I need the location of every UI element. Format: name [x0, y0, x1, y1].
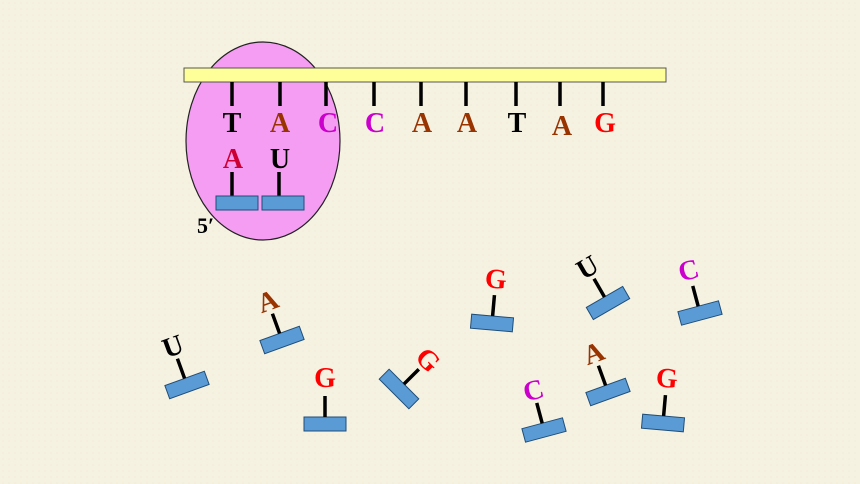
free-nucleotide-base: U	[158, 329, 188, 365]
free-nucleotide-stalk	[535, 402, 544, 424]
free-nucleotide-base: A	[253, 284, 283, 320]
free-nucleotide: G	[378, 342, 446, 410]
free-nucleotide-block	[303, 416, 347, 432]
dna-strand-bar	[183, 67, 667, 83]
ribosome	[185, 41, 341, 241]
free-nucleotide: G	[640, 362, 686, 433]
free-nucleotide-base: G	[655, 362, 680, 395]
free-nucleotide-stalk	[596, 365, 608, 387]
paired-block	[215, 195, 259, 211]
free-nucleotide-stalk	[402, 367, 421, 386]
paired-base: U	[270, 144, 290, 175]
free-nucleotide-base: G	[484, 263, 509, 296]
free-nucleotide-stalk	[661, 394, 668, 417]
template-base: T	[223, 108, 242, 139]
free-nucleotide-block	[585, 285, 631, 321]
free-nucleotide: C	[675, 253, 723, 326]
free-nucleotide-stalk	[490, 294, 497, 317]
template-base: T	[508, 108, 527, 139]
free-nucleotide-base: C	[520, 373, 548, 408]
free-nucleotide-base: U	[571, 249, 604, 286]
five-prime-label: 5′	[197, 213, 214, 238]
template-base: A	[457, 108, 478, 139]
template-base: C	[365, 108, 385, 139]
free-nucleotide-stalk	[592, 277, 607, 298]
free-nucleotide: A	[579, 336, 631, 407]
template-base: A	[270, 108, 291, 139]
paired-nucleotide: A	[215, 144, 259, 211]
free-nucleotide-block	[521, 417, 567, 443]
free-nucleotide-base: A	[579, 336, 609, 372]
free-nucleotide: U	[571, 249, 631, 321]
free-nucleotide-stalk	[691, 285, 700, 307]
template-base: G	[594, 108, 616, 139]
free-nucleotide: A	[253, 284, 305, 355]
free-nucleotide-base: C	[675, 253, 703, 288]
free-nucleotide-block	[259, 325, 305, 355]
free-nucleotide-block	[378, 368, 420, 410]
free-nucleotide-block	[640, 413, 686, 433]
free-nucleotide: G	[303, 363, 347, 432]
template-base: A	[412, 108, 433, 139]
free-nucleotide-block	[677, 300, 723, 326]
free-nucleotide: U	[158, 329, 210, 400]
paired-base: A	[223, 144, 244, 175]
free-nucleotide: G	[469, 263, 515, 333]
free-nucleotide-block	[164, 370, 210, 400]
free-nucleotide: C	[520, 373, 567, 443]
free-nucleotide-block	[585, 377, 631, 407]
template-base: A	[552, 111, 573, 142]
paired-block	[261, 195, 305, 211]
free-nucleotide-stalk	[175, 358, 187, 380]
template-strand: T A C C A A T A G	[223, 82, 616, 142]
free-nucleotide-block	[469, 313, 515, 333]
paired-nucleotide: U	[261, 144, 305, 211]
free-nucleotide-base: G	[314, 363, 336, 394]
free-nucleotide-stalk	[270, 313, 282, 335]
template-base: C	[318, 108, 338, 139]
